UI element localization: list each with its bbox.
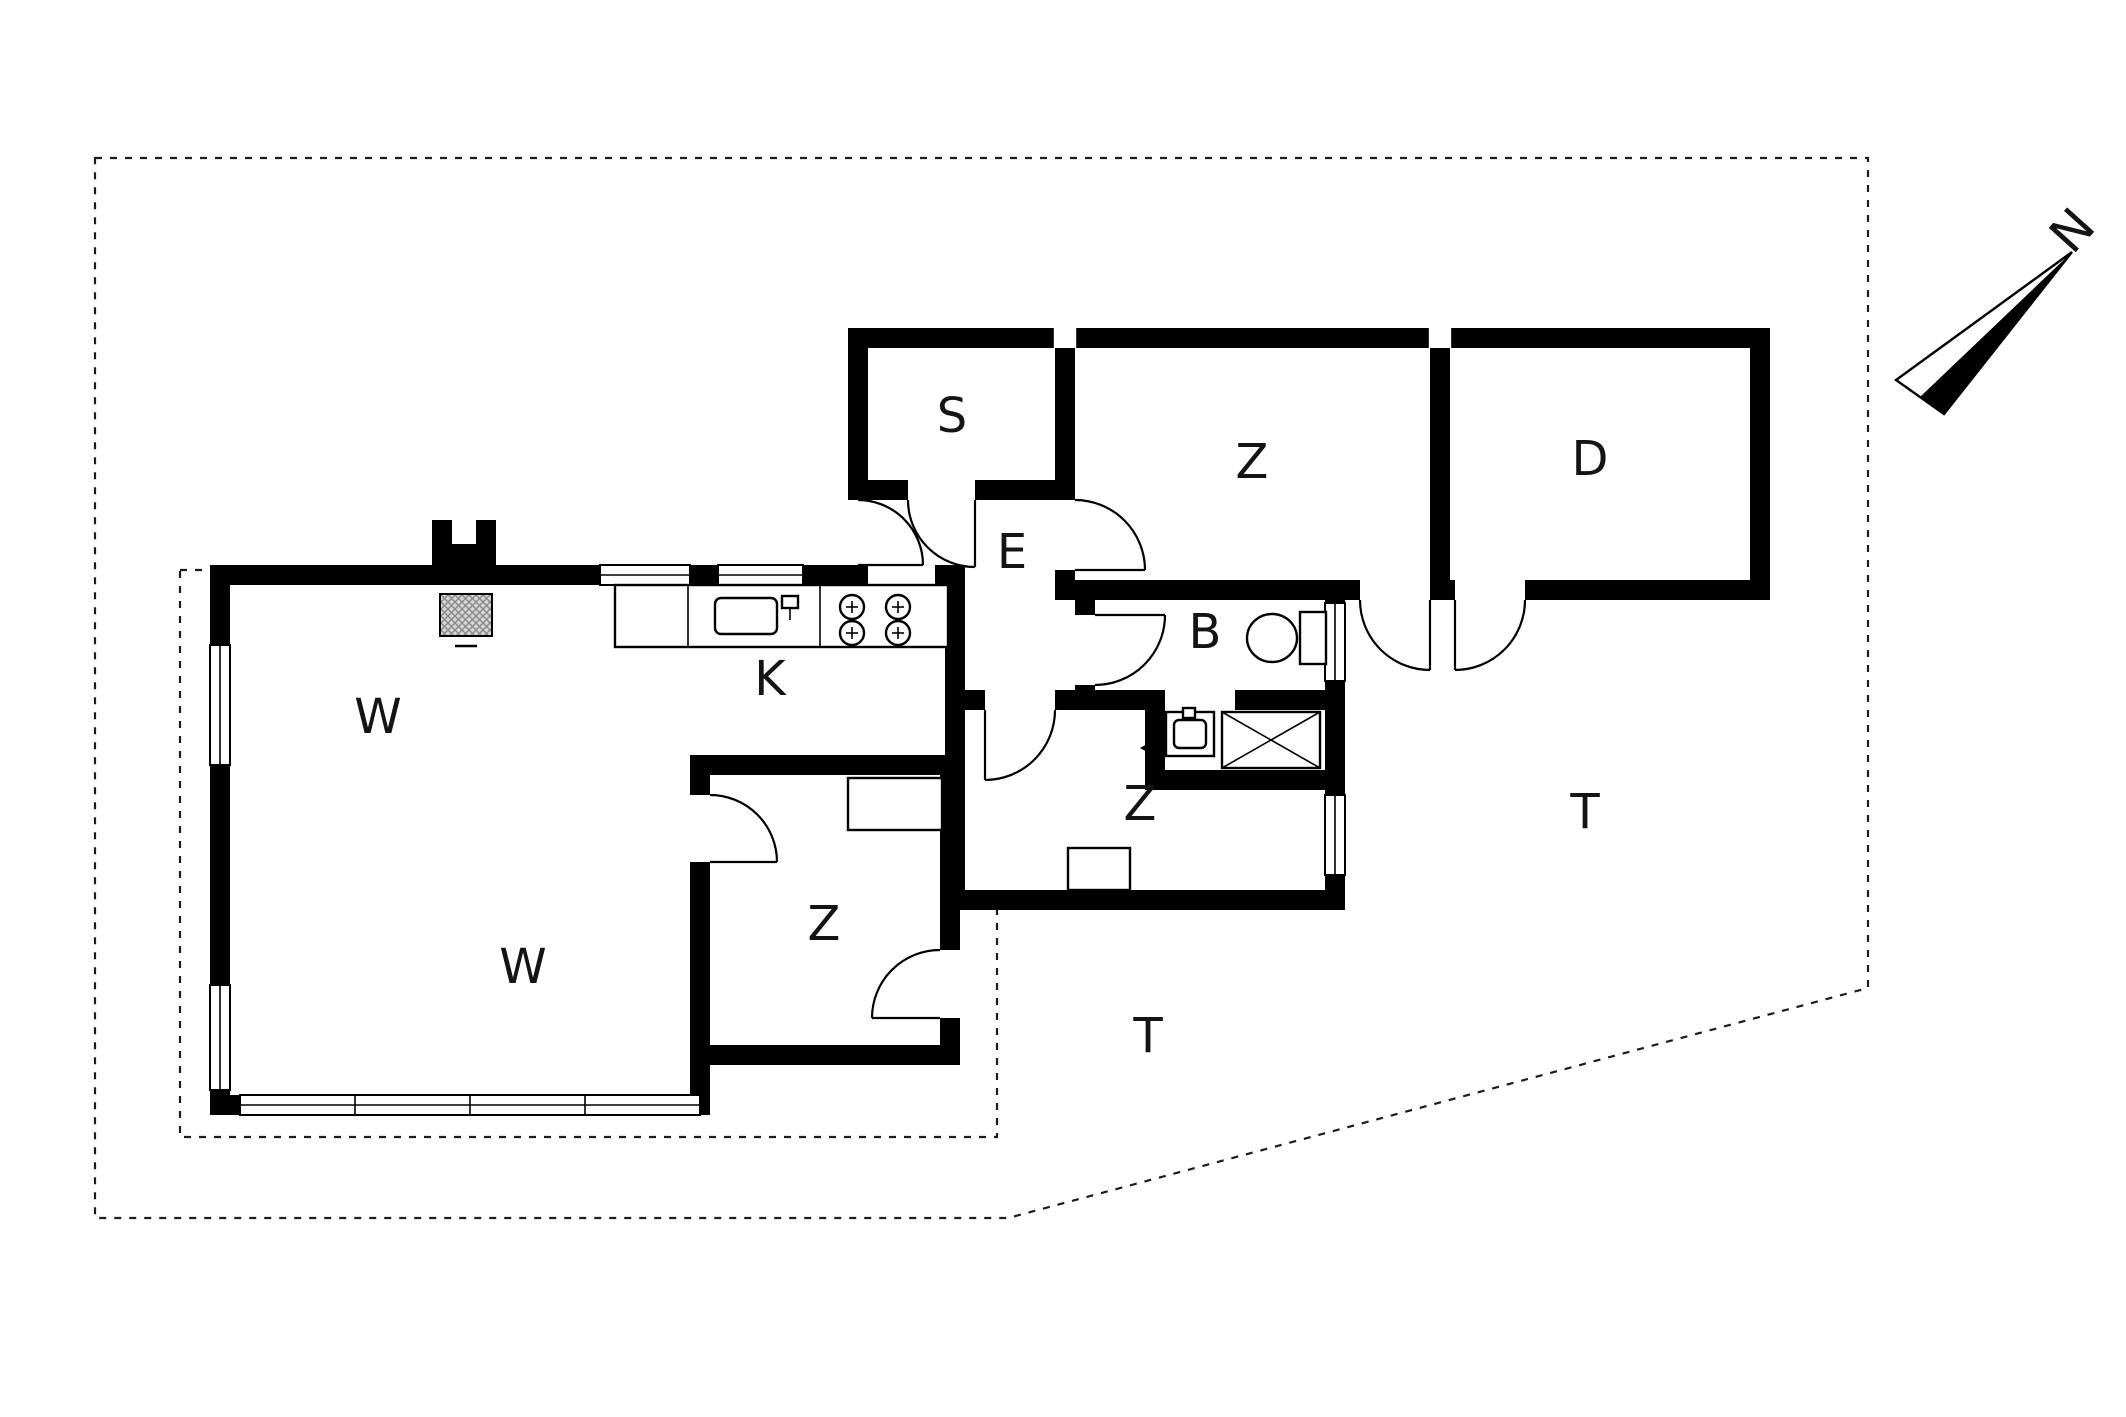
wall-zlow-north [690,755,960,775]
shower-icon [1220,710,1322,770]
building-floor-plates [210,328,1770,1115]
window-south-long [239,1094,701,1116]
room-label-w-north: W [354,689,401,745]
wall-s-south-right [975,480,1075,500]
wall-zmid-north-left [945,690,985,710]
wall-zmid-north-mid [1055,690,1165,710]
door-corridor-to-z-middle [983,709,1057,782]
room-label-s: S [937,388,967,444]
door-entry-e [857,498,925,567]
room-label-t-south: T [1132,1008,1163,1064]
door-z-south-terrace [870,948,941,1020]
window-west-2 [209,984,231,1091]
wall-w-north-4 [935,565,945,585]
door-w-to-z-south [709,793,779,864]
wall-zlow-west-bottom [690,862,710,1115]
room-label-w-south: W [499,939,546,995]
wall-z-south [1075,580,1360,600]
wall-b-west-top [1075,600,1095,615]
chimney-icon [432,518,496,568]
window-bath-east [1324,602,1346,682]
wall-junction-gap-2 [1427,328,1453,348]
door-e-to-z-north [1074,498,1147,572]
window-kitchen-2 [717,564,804,586]
wall-w-north-3 [803,565,868,585]
fixtures [432,518,1328,892]
window-west-1 [209,644,231,766]
room-label-t-east: T [1569,784,1600,840]
vent-icon [439,593,493,648]
wall-z-d-divider [1430,348,1450,580]
wall-w-north-2 [690,565,718,585]
room-label-z-north: Z [1236,434,1269,490]
wall-w-north-1 [210,565,600,585]
room-label-e: E [997,524,1027,580]
room-label-d: D [1572,431,1609,487]
doors [709,498,1527,1020]
wall-shower-south [1145,770,1345,790]
room-label-z-south: Z [808,896,841,952]
room-label-b: B [1189,604,1222,660]
window-kitchen-1 [599,564,691,586]
wall-d-south-right [1525,580,1770,600]
door-s [906,499,977,569]
wall-zlow-south [690,1045,960,1065]
windows [209,328,1453,1116]
wall-east [1750,348,1770,600]
room-label-k: K [754,651,787,707]
wall-divider-stub [1055,570,1075,600]
wall-zmid-south [945,890,1345,910]
door-e-to-bath [1094,613,1167,687]
wall-s-z-divider [1055,348,1075,500]
wall-zmid-north-right [1235,690,1345,710]
wall-junction-gap-1 [1052,328,1078,348]
room-label-z-middle: Z [1124,776,1157,832]
property-boundary-line [93,156,1870,1220]
kitchen-sink-icon [713,594,800,636]
window-zmid-east [1324,794,1346,876]
stove-icon [838,593,912,647]
door-swing-marker-icon [1140,738,1158,758]
door-z-north-terrace [1358,599,1432,672]
door-d [1453,599,1527,672]
bath-sink-icon [1164,706,1216,758]
closet-z-middle [1066,846,1132,892]
room-labels: S Z D E B K W W Z Z T T [354,388,1608,1064]
wall-zlow-east-top [940,775,960,950]
toilet-icon [1245,610,1328,666]
closet-z-south [846,776,944,832]
wall-north [848,328,1770,348]
wall-d-south-left [1430,580,1455,600]
north-arrow-fill [1920,252,2072,414]
wall-s-west [848,348,868,500]
wall-zlow-west-top [690,775,710,795]
wall-s-south-left [848,480,908,500]
